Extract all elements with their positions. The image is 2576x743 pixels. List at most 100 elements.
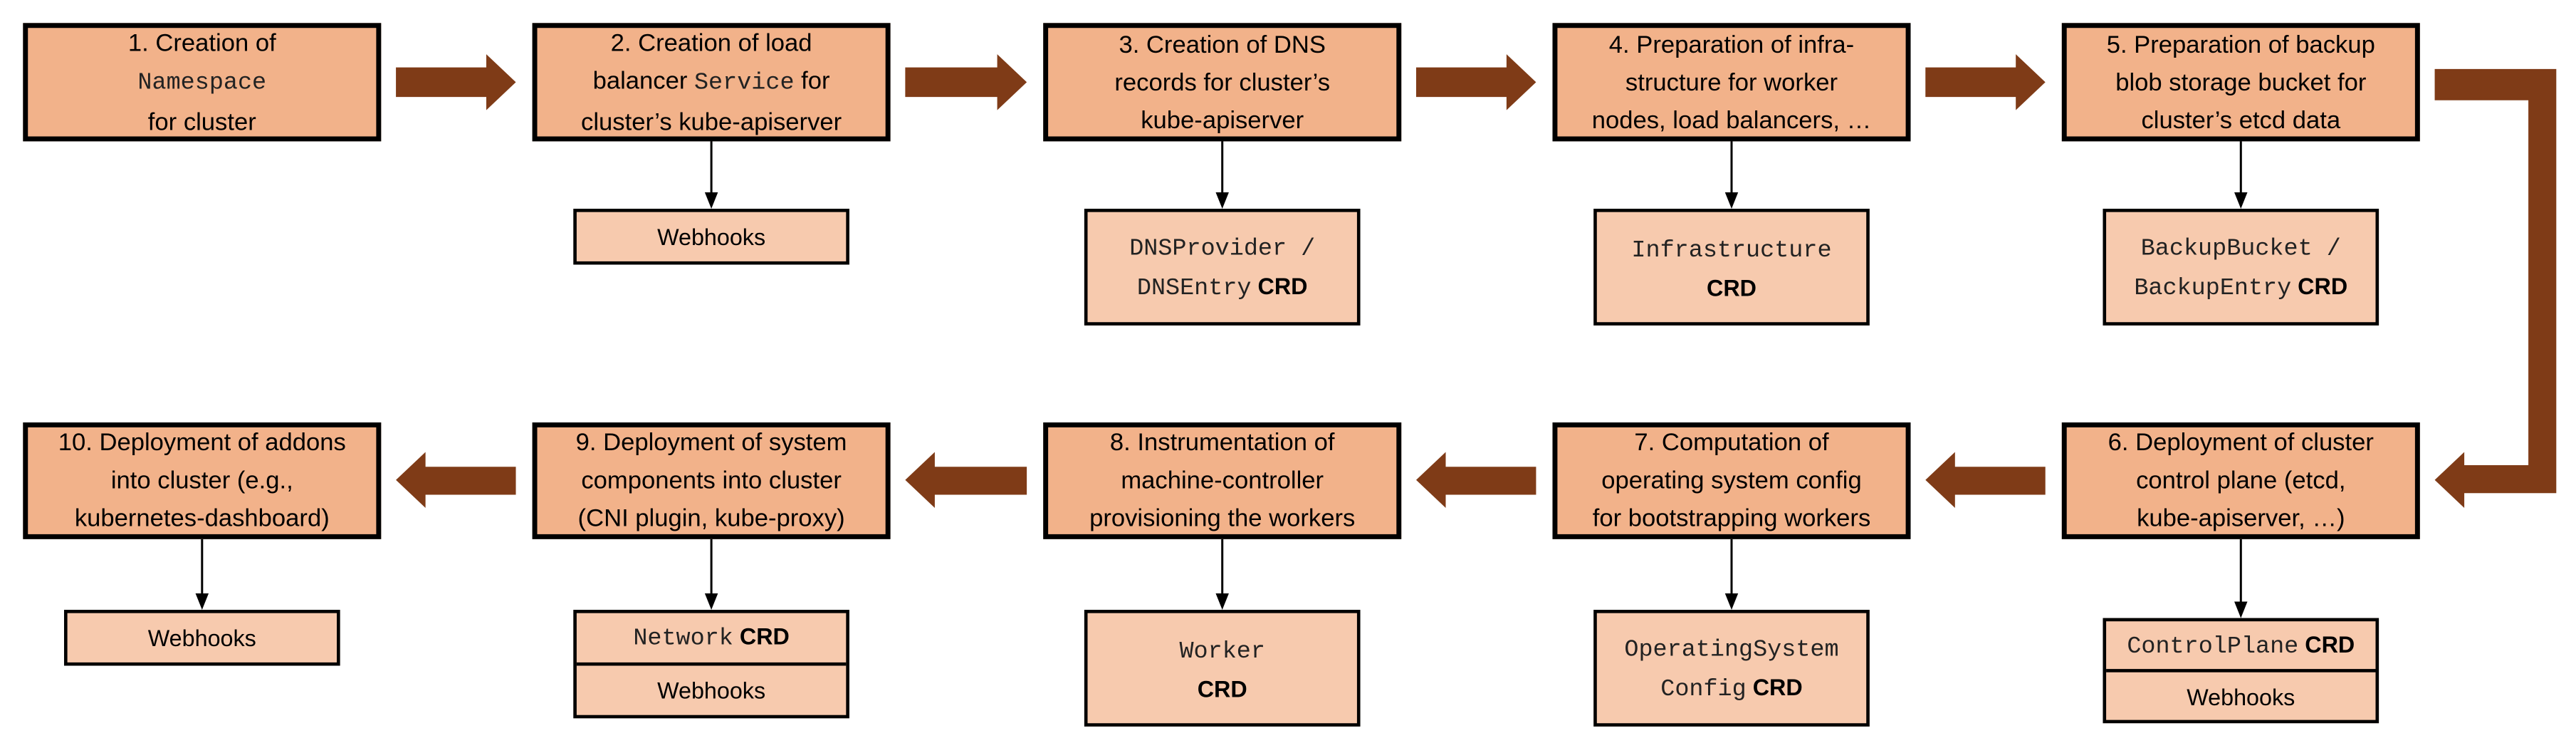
text-line: Config CRD [1660, 668, 1802, 707]
label-text: into cluster (e.g., [110, 467, 293, 495]
label-text: 8. Instrumentation of [1109, 429, 1335, 457]
step-10-resources: Webhooks [63, 610, 340, 666]
resource-cell: Webhooks [2106, 669, 2376, 720]
step-2-resources: Webhooks [573, 209, 849, 265]
step-5-box: 5. Preparation of backup blob storage buc… [2061, 23, 2420, 142]
flow-arrow-left [1415, 452, 1536, 508]
step-5-resources: BackupBucket /BackupEntry CRD [2103, 209, 2379, 326]
label-text: CRD [1706, 274, 1757, 301]
text-line: for cluster [148, 103, 256, 140]
text-line: kubernetes-dashboard) [75, 499, 330, 537]
label-text: components into cluster [581, 467, 842, 495]
text-line: 9. Deployment of system [576, 424, 847, 462]
flow-arrow-right [396, 54, 516, 110]
label-text: 6. Deployment of cluster [2108, 429, 2374, 457]
code-term: ControlPlane [2127, 633, 2299, 660]
arrowhead-icon [2234, 601, 2248, 618]
step-4-box: 4. Preparation of infra-structure for wo… [1552, 23, 1911, 142]
resource-cell: DNSProvider /DNSEntry CRD [1087, 212, 1356, 323]
text-line: blob storage bucket for [2115, 63, 2366, 101]
label-text: kubernetes-dashboard) [74, 504, 330, 533]
label-text: 10. Deployment of addons [58, 429, 346, 457]
arrowhead-icon [704, 192, 718, 209]
label-text: Webhooks [2187, 682, 2295, 710]
label-text: CRD [2291, 271, 2348, 298]
label-text: for [794, 66, 830, 95]
step-9-resources: Network CRD Webhooks [573, 610, 849, 719]
flow-arrow-left [905, 452, 1027, 508]
code-term: Service [693, 70, 795, 96]
label-text: for cluster [147, 108, 256, 136]
resource-cell: Webhooks [577, 212, 846, 261]
code-term: BackupEntry [2134, 275, 2292, 302]
label-text: operating system config [1601, 467, 1862, 495]
label-text: CRD [1251, 271, 1308, 298]
flow-arrow-right [1415, 54, 1536, 110]
resource-cell: BackupBucket /BackupEntry CRD [2106, 212, 2375, 323]
text-line: DNSProvider / [1129, 228, 1315, 267]
label-text: CRD [1197, 675, 1247, 702]
code-term: OperatingSystem [1624, 637, 1839, 664]
label-text: 9. Deployment of system [575, 429, 847, 457]
flow-arrow-left [1925, 452, 2046, 508]
text-line: 7. Computation of [1634, 424, 1828, 462]
arrowhead-icon [195, 593, 209, 610]
label-text: (CNI plugin, kube-proxy) [577, 504, 845, 533]
text-line: kube-apiserver [1141, 101, 1304, 139]
text-line: 8. Instrumentation of [1110, 424, 1335, 462]
label-text: control plane (etcd, [2136, 467, 2346, 495]
text-line: Worker [1179, 630, 1265, 670]
label-text: records for cluster’s [1114, 68, 1331, 96]
resource-cell: Webhooks [68, 613, 337, 663]
label-text: 1. Creation of [127, 28, 276, 57]
resource-cell: Network CRD [577, 613, 846, 663]
code-term: Infrastructure [1631, 237, 1832, 264]
label-text: CRD [1746, 672, 1803, 700]
text-line: (CNI plugin, kube-proxy) [578, 499, 845, 537]
resource-cell: ControlPlane CRD [2106, 621, 2375, 669]
text-line: components into cluster [581, 462, 842, 499]
label-text: 4. Preparation of infra- [1608, 30, 1855, 58]
text-line: cluster’s kube-apiserver [581, 103, 842, 140]
text-line: for bootstrapping workers [1593, 499, 1871, 537]
label-text: 5. Preparation of backup [2106, 30, 2375, 58]
text-line: BackupEntry CRD [2134, 267, 2347, 306]
label-text: 7. Computation of [1634, 429, 1829, 457]
text-line: cluster’s etcd data [2141, 101, 2340, 139]
text-line: operating system config [1601, 462, 1862, 499]
arrowhead-icon [2234, 192, 2248, 209]
text-line: provisioning the workers [1089, 499, 1355, 537]
flow-arrow-right [1925, 54, 2046, 110]
text-line: Infrastructure [1631, 229, 1831, 269]
flow-arrow-right [905, 54, 1027, 110]
arrowhead-icon [1724, 192, 1739, 209]
label-text: machine-controller [1121, 467, 1324, 495]
code-term: Worker [1179, 638, 1265, 665]
label-text: Webhooks [657, 677, 766, 704]
text-line: DNSEntry CRD [1137, 267, 1308, 306]
text-line: nodes, load balancers, … [1592, 101, 1872, 139]
label-text: Webhooks [147, 624, 256, 651]
text-line: kube-apiserver, …) [2137, 499, 2345, 537]
text-line: Webhooks [657, 219, 765, 255]
flow-arrow-left [396, 452, 516, 508]
text-line: 4. Preparation of infra- [1609, 26, 1854, 63]
text-line: 1. Creation of [128, 24, 276, 61]
label-text: blob storage bucket for [2115, 68, 2367, 96]
text-line: 10. Deployment of addons [58, 424, 346, 462]
label-text: kube-apiserver, …) [2137, 504, 2345, 533]
text-line: Webhooks [2187, 678, 2295, 715]
label-text: kube-apiserver [1141, 105, 1304, 135]
text-line: records for cluster’s [1114, 63, 1330, 101]
text-line: into cluster (e.g., [111, 462, 293, 499]
arrowhead-icon [1215, 593, 1229, 610]
label-text: nodes, load balancers, … [1591, 105, 1872, 135]
text-line: 5. Preparation of backup [2107, 26, 2375, 63]
label-text: provisioning the workers [1089, 504, 1356, 533]
step-10-box: 10. Deployment of addons into cluster (e.… [23, 422, 382, 539]
